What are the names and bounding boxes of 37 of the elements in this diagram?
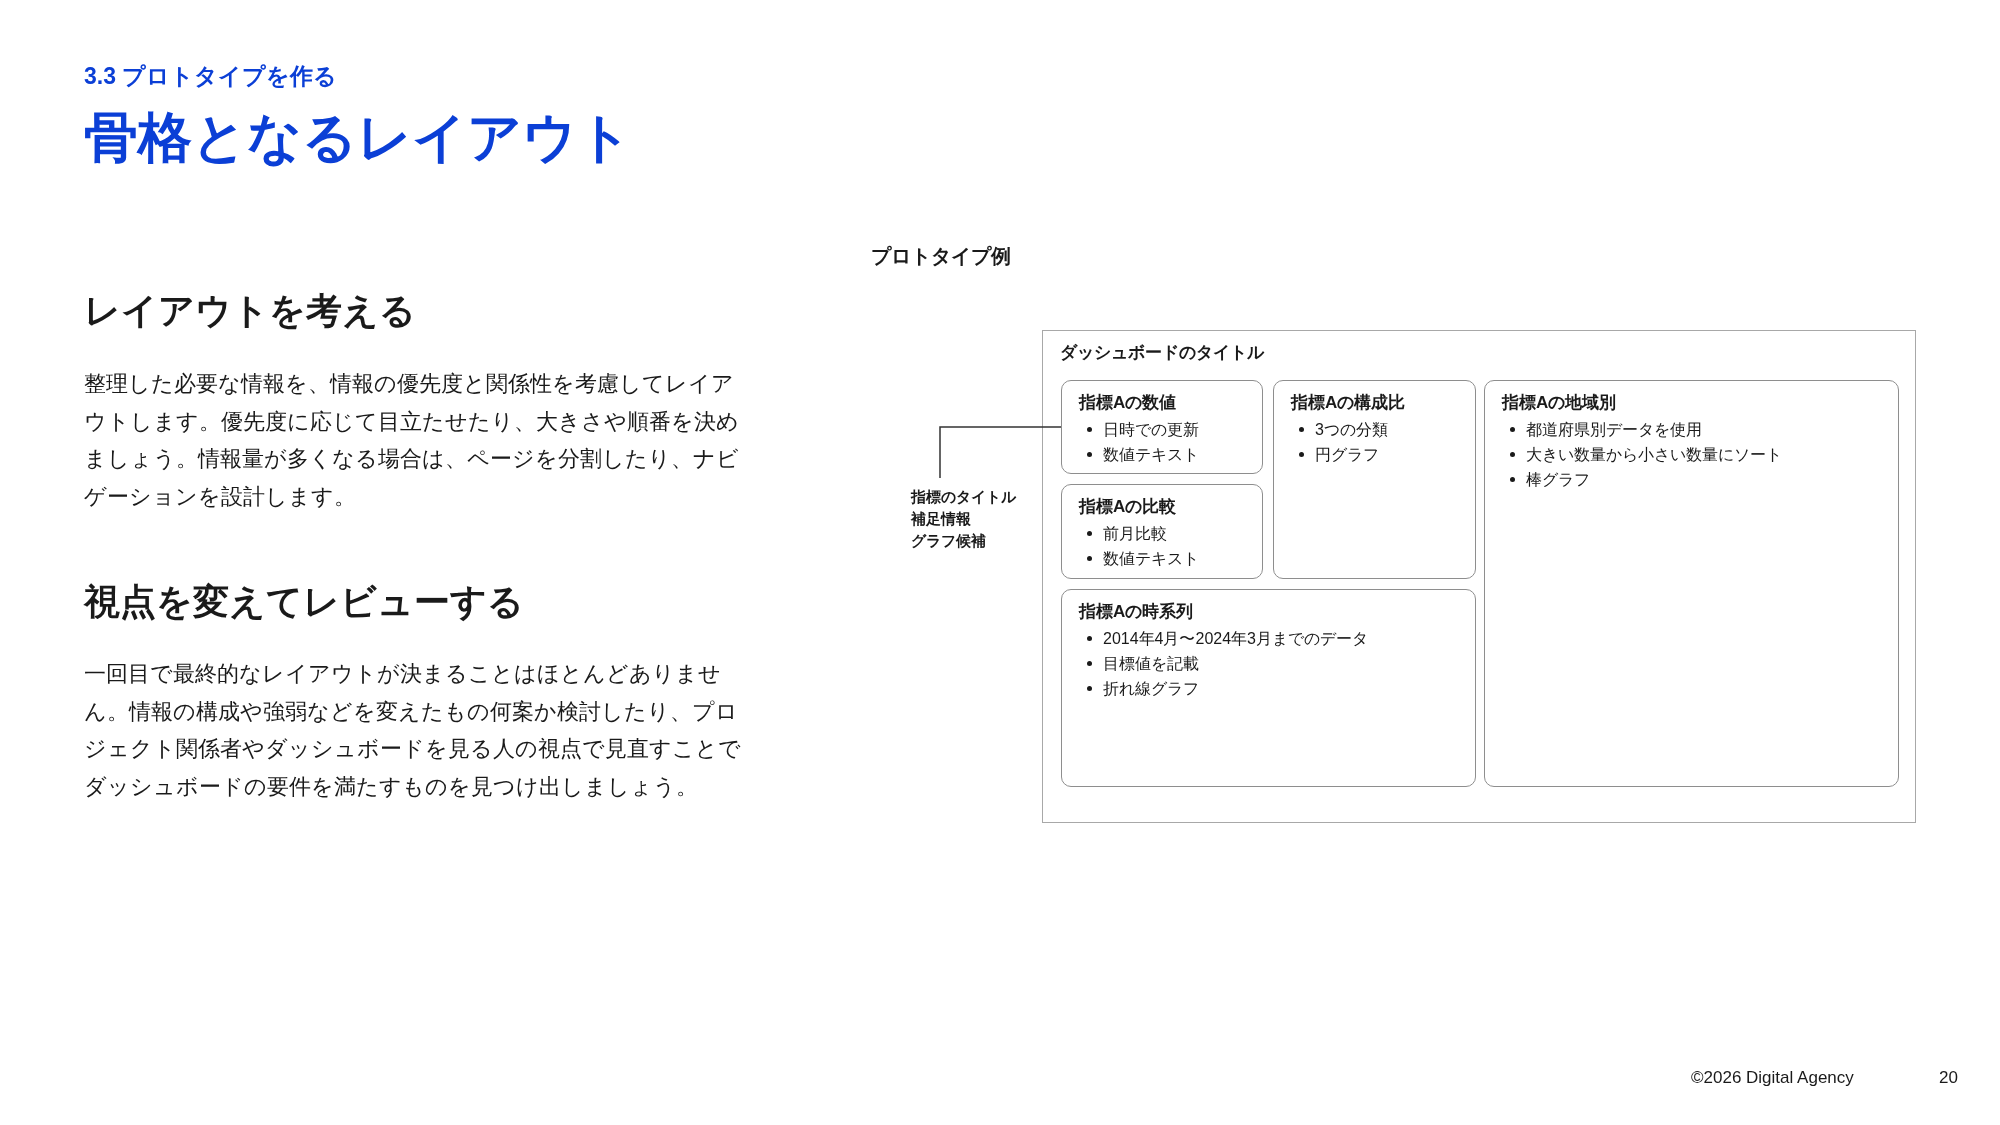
list-item: 数値テキスト [1103,549,1199,569]
list-item: 前月比較 [1103,524,1167,544]
list-item: 都道府県別データを使用 [1526,420,1702,440]
panel-card [1061,380,1263,474]
list-item: 日時での更新 [1103,420,1199,440]
list-item: 折れ線グラフ [1103,679,1199,699]
body-paragraph: 整理した必要な情報を、情報の優先度と関係性を考慮してレイアウトします。優先度に応じて目立たせたり、大きさや順番を決めましょう。情報量が多くなる場合は、ページを分割したり、ナビゲーションを設計します。 [84,371,740,511]
panel-heading: 指標Aの構成比 [1291,392,1406,414]
panel-heading: 指標Aの地域別 [1502,392,1617,414]
panel-card [1061,589,1476,787]
list-item: 棒グラフ [1526,470,1590,490]
panel-card [1273,380,1476,579]
section-heading: 視点を変えてレビューする [84,580,524,624]
section-heading: レイアウトを考える [84,289,416,333]
annotation-text: 指標のタイトル [911,488,1016,507]
annotation-text: 補足情報 [911,510,971,529]
list-item: 数値テキスト [1103,445,1199,465]
leader-line [939,426,1062,479]
dashboard-title: ダッシュボードのタイトル [1060,342,1264,364]
list-item: 目標値を記載 [1103,654,1199,674]
page-number: 20 [1939,1067,1958,1089]
dashboard-frame [1042,330,1916,823]
body-paragraph: 一回目で最終的なレイアウトが決まることはほとんどありません。情報の構成や強弱などを変えたもの何案か検討したり、プロジェクト関係者やダッシュボードを見る人の視点で見直すことでダッシュボードの要件を満たすものを見つけ出しましょう。 [84,661,742,801]
page-title: 骨格となるレイアウト [84,106,632,169]
copyright-text: ©2026 Digital Agency [1691,1067,1854,1089]
list-item: 大きい数量から小さい数量にソート [1526,445,1782,465]
panel-heading: 指標Aの時系列 [1079,601,1194,623]
panel-card [1061,484,1263,579]
annotation-text: グラフ候補 [911,532,986,551]
panel-heading: 指標Aの比較 [1079,496,1177,518]
panel-heading: 指標Aの数値 [1079,392,1177,414]
list-item: 3つの分類 [1315,420,1388,440]
list-item: 円グラフ [1315,445,1379,465]
figure-label: プロトタイプ例 [871,244,1011,269]
list-item: 2014年4月〜2024年3月までのデータ [1103,629,1368,649]
panel-card [1484,380,1899,787]
section-label: 3.3 プロトタイプを作る [84,62,338,91]
